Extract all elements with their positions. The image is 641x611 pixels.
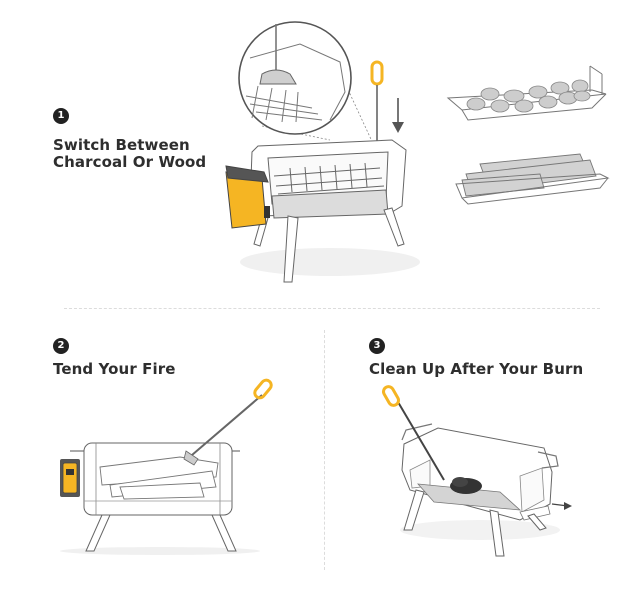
section-divider-vertical bbox=[324, 330, 325, 570]
power-pack bbox=[225, 165, 270, 229]
step-2-title: Tend Your Fire bbox=[53, 360, 176, 378]
charcoal-grate-illustration bbox=[446, 65, 607, 121]
step-1-title-line2: Charcoal Or Wood bbox=[53, 153, 207, 171]
clean-up-illustration bbox=[382, 385, 572, 557]
step-3-badge: 3 bbox=[369, 338, 385, 354]
step-1-title-line1: Switch Between bbox=[53, 136, 190, 154]
wood-grate-illustration bbox=[455, 153, 610, 205]
step-2-badge: 2 bbox=[53, 338, 69, 354]
step-1-title: Switch Between Charcoal Or Wood bbox=[53, 137, 206, 171]
step-3-title: Clean Up After Your Burn bbox=[369, 360, 584, 378]
step-1-badge: 1 bbox=[53, 108, 69, 124]
section-divider-horizontal bbox=[64, 308, 600, 309]
magnifier-callout bbox=[238, 21, 352, 135]
fire-pit-grate-illustration bbox=[225, 21, 420, 283]
tend-fire-illustration bbox=[60, 378, 273, 555]
